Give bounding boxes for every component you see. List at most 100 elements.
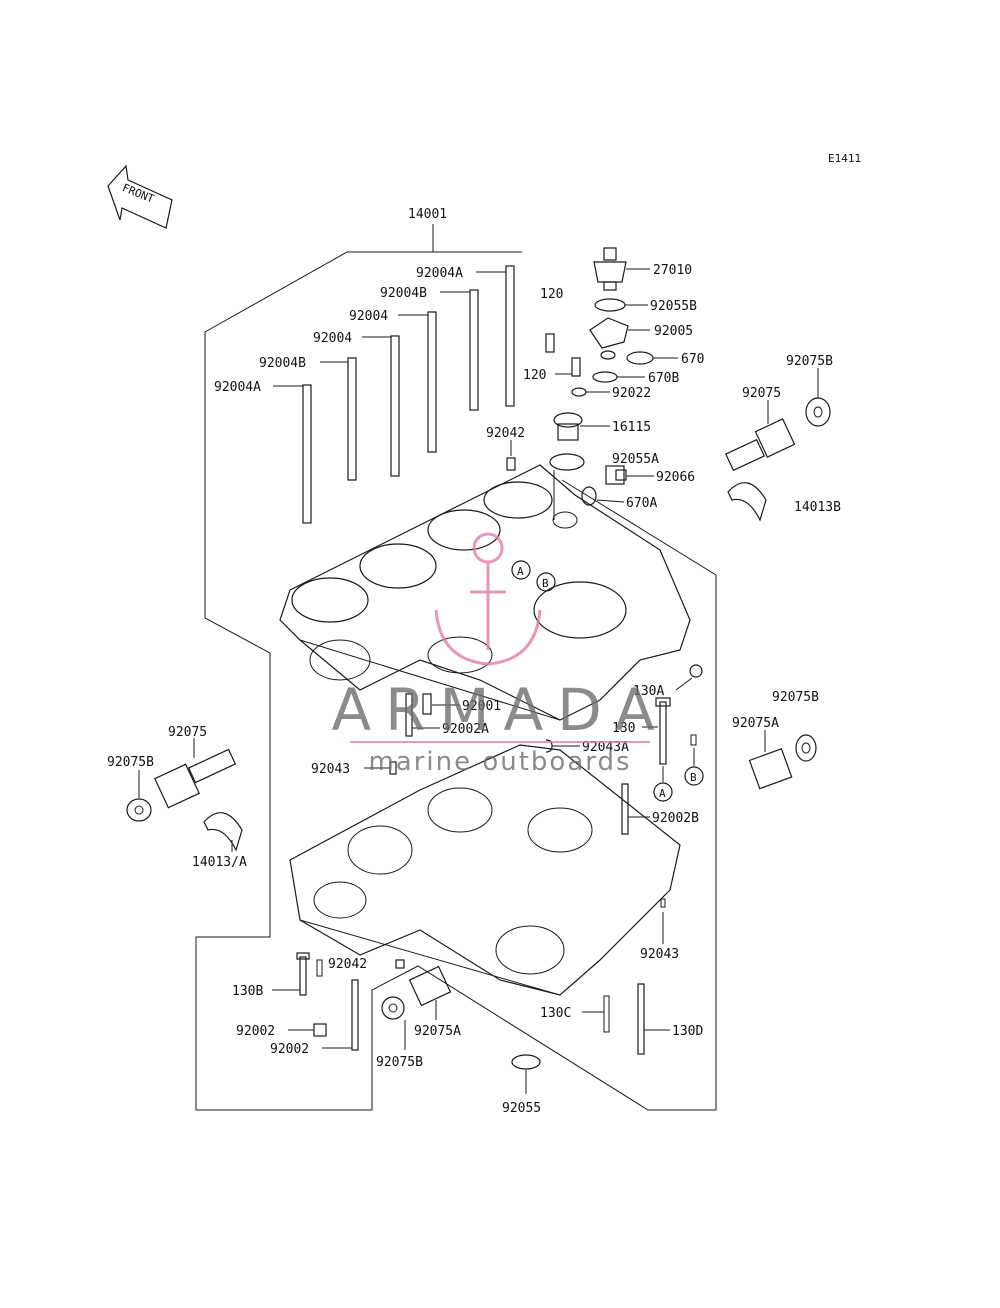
label-92002a: 92002A: [442, 722, 489, 737]
label-130a: 130A: [633, 684, 664, 699]
oring-92055: [511, 1054, 541, 1070]
label-27010: 27010: [653, 263, 692, 278]
marker-a-lower: A: [653, 782, 673, 802]
gear-92075a-right: [748, 748, 793, 790]
label-92043-l: 92043: [311, 762, 350, 777]
label-92075a-r: 92075A: [732, 716, 779, 731]
marker-a-upper: A: [511, 560, 531, 580]
oring-large: [549, 453, 585, 471]
label-92075a-b: 92075A: [414, 1024, 461, 1039]
bolt-92001: [422, 693, 432, 715]
label-130: 130: [612, 721, 635, 736]
washer-92075b-top-right: [805, 397, 831, 427]
label-14001: 14001: [408, 207, 447, 222]
assembly-bracket: [195, 251, 717, 1111]
svg-text:B: B: [690, 771, 697, 784]
bolt-92002b: [621, 783, 629, 835]
label-670: 670: [681, 352, 704, 367]
bolt-120-upper: [545, 333, 555, 353]
label-92002b: 92002B: [652, 811, 699, 826]
stud-small: [316, 959, 323, 977]
label-92043a: 92043A: [582, 740, 629, 755]
oring-670: [626, 351, 654, 365]
washer-small: [600, 350, 616, 360]
bolt-120-lower: [571, 357, 581, 377]
label-92042-top: 92042: [486, 426, 525, 441]
half-ring-14013b: [727, 482, 767, 522]
gear-92075a-bottom: [408, 965, 452, 1007]
label-92075-tr: 92075: [742, 386, 781, 401]
gear-92075-left: [154, 748, 237, 809]
label-670b: 670B: [648, 371, 679, 386]
label-92066: 92066: [656, 470, 695, 485]
washer-92075b-left: [126, 798, 152, 822]
anchor-icon: [434, 532, 542, 666]
label-92005: 92005: [654, 324, 693, 339]
label-130c: 130C: [540, 1006, 571, 1021]
label-92055a: 92055A: [612, 452, 659, 467]
label-14013a: 14013/A: [192, 855, 247, 870]
lower-crankcase: [289, 744, 681, 996]
label-92043-r: 92043: [640, 947, 679, 962]
bolt-130b: [299, 956, 307, 996]
label-92022: 92022: [612, 386, 651, 401]
label-16115: 16115: [612, 420, 651, 435]
label-92055b: 92055B: [650, 299, 697, 314]
washer-92075b-bottom: [381, 996, 405, 1020]
label-92004-a: 92004: [349, 309, 388, 324]
label-92004a-top: 92004A: [416, 266, 463, 281]
label-120-a: 120: [540, 287, 563, 302]
stud-130c: [603, 995, 610, 1033]
label-92004b-top: 92004B: [380, 286, 427, 301]
label-92075b-l: 92075B: [107, 755, 154, 770]
dowel-92042-top: [506, 457, 516, 471]
half-ring-14013a: [203, 812, 243, 852]
front-arrow-icon: FRONT: [107, 164, 173, 229]
diagram-code: E1411: [828, 152, 861, 165]
bolt-long-92002: [351, 979, 359, 1051]
nut-130a: [689, 664, 703, 678]
label-14013b: 14013B: [794, 500, 841, 515]
label-130d: 130D: [672, 1024, 703, 1039]
marker-b-lower: B: [684, 766, 704, 786]
cover-92005: [589, 317, 629, 349]
svg-text:B: B: [542, 577, 549, 590]
watermark-brand: ARMADA: [331, 676, 668, 744]
label-92002-a: 92002: [236, 1024, 275, 1039]
oring-670a: [581, 486, 597, 506]
svg-text:A: A: [659, 787, 666, 800]
oring-670b: [592, 371, 618, 383]
label-92075b-tr: 92075B: [786, 354, 833, 369]
label-92075b-r: 92075B: [772, 690, 819, 705]
bolt-92002a: [405, 693, 413, 737]
label-92001: 92001: [462, 699, 501, 714]
washer-92022: [571, 387, 587, 397]
gear-92075-top-right: [724, 418, 796, 472]
bolt-130: [659, 701, 667, 765]
label-92002-b: 92002: [270, 1042, 309, 1057]
upper-crankcase: [279, 464, 691, 721]
label-92075b-b: 92075B: [376, 1055, 423, 1070]
armada-watermark: ARMADA marine outboards: [331, 532, 668, 777]
label-120-b: 120: [523, 368, 546, 383]
marker-b-upper: B: [536, 572, 556, 592]
bolt-130d: [637, 983, 645, 1055]
studs: [302, 265, 515, 524]
label-92004-b: 92004: [313, 331, 352, 346]
nut-92002: [313, 1023, 327, 1037]
label-92042-b: 92042: [328, 957, 367, 972]
plug-92066: [605, 465, 627, 485]
label-92004b-mid: 92004B: [259, 356, 306, 371]
filler-plug-16115: [553, 412, 583, 441]
label-130b: 130B: [232, 984, 263, 999]
oil-pressure-switch: [593, 247, 627, 291]
label-92055: 92055: [502, 1101, 541, 1116]
watermark-tagline: marine outboards: [368, 747, 631, 777]
pin-92043-right: [660, 898, 666, 908]
washer-92075b-right: [795, 734, 817, 762]
dowel-92042-bottom: [395, 959, 405, 969]
label-92075-l: 92075: [168, 725, 207, 740]
label-670a: 670A: [626, 496, 657, 511]
oring-92055b: [594, 298, 626, 312]
